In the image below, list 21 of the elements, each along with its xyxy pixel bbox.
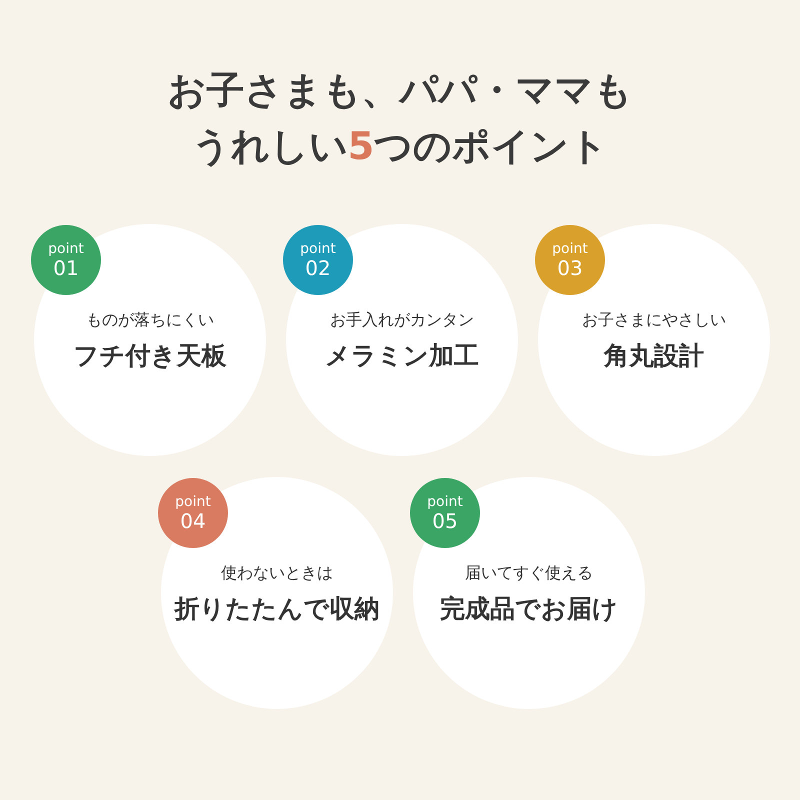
feature-subtitle: 使わないときは (221, 562, 333, 584)
heading: お子さまも、パパ・ママもうれしい5つのポイント (166, 67, 634, 170)
feature-title: 完成品でお届け (440, 594, 618, 624)
badge-label: point (427, 494, 463, 510)
badge-label: point (300, 241, 336, 257)
point-number: 01 (53, 257, 79, 279)
badge-label: point (48, 241, 84, 257)
point-number: 05 (432, 510, 458, 532)
feature-subtitle: 届いてすぐ使える (465, 562, 593, 584)
point-number: 03 (557, 257, 583, 279)
feature-title: 角丸設計 (604, 341, 704, 371)
point-number: 04 (180, 510, 206, 532)
feature-title: フチ付き天板 (74, 341, 226, 371)
feature-title: メラミン加工 (325, 341, 479, 371)
feature-subtitle: お子さまにやさしい (582, 309, 726, 331)
feature-title: 折りたたんで収納 (174, 594, 380, 624)
badge-label: point (552, 241, 588, 257)
point-number: 02 (305, 257, 331, 279)
feature-subtitle: お手入れがカンタン (330, 309, 474, 331)
badge-label: point (175, 494, 211, 510)
feature-subtitle: ものが落ちにくい (86, 309, 214, 331)
